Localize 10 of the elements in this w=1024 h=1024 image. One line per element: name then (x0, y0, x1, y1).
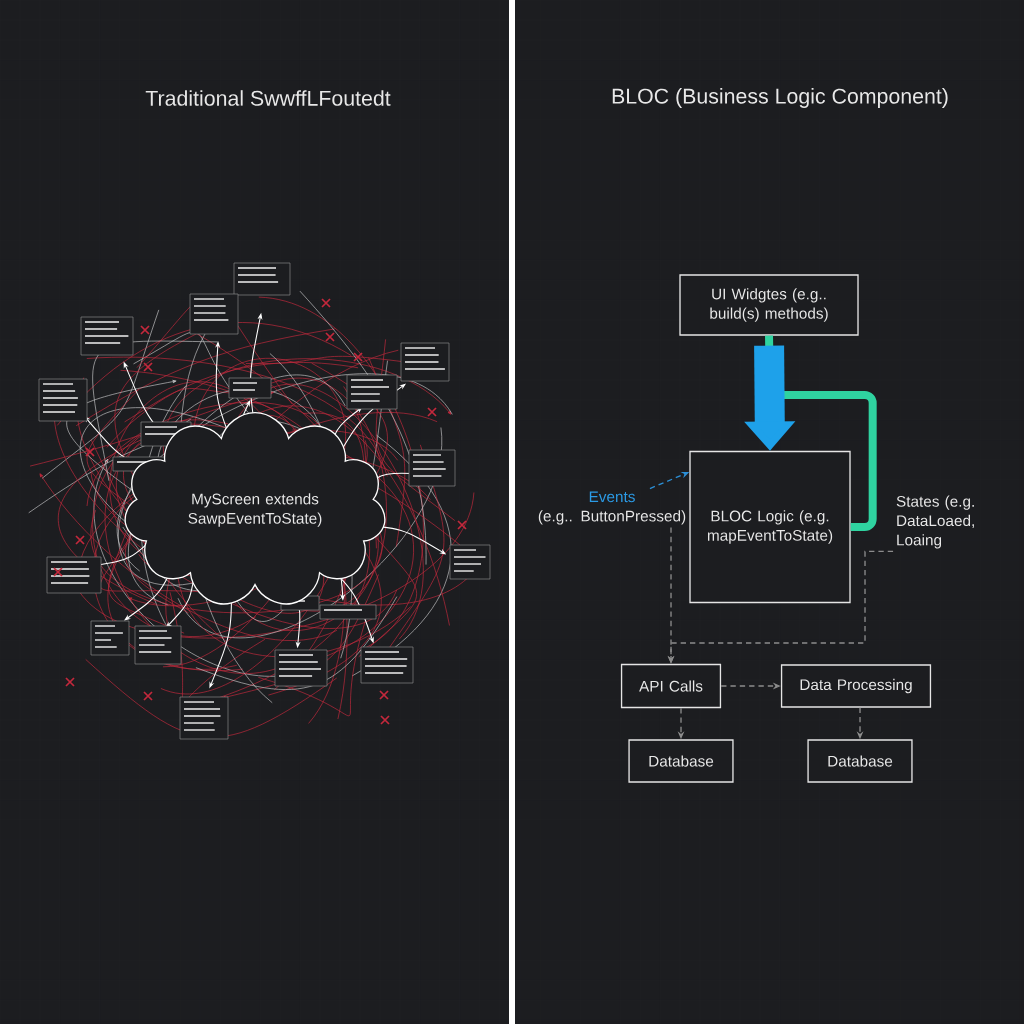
panel-title: Traditional SwwffLFoutedt (145, 90, 391, 106)
process-box: Data Processing (780, 664, 932, 708)
database-box: Database (807, 739, 913, 783)
database-box: Database (628, 739, 734, 783)
service-box: API Calls (620, 663, 722, 709)
event-label: Events (e.g.. ButtonPressed) (538, 491, 686, 525)
state-label: States (e.g. DataLoaed, Loaing (896, 495, 974, 549)
component-box: UI Widgtes (e.g.. build(s) methods) (679, 274, 859, 336)
logic-box: BLOC Logic (e.g. mapEventToState) (689, 450, 851, 604)
panel-title: BLOC (Business Logic Component) (612, 88, 948, 108)
